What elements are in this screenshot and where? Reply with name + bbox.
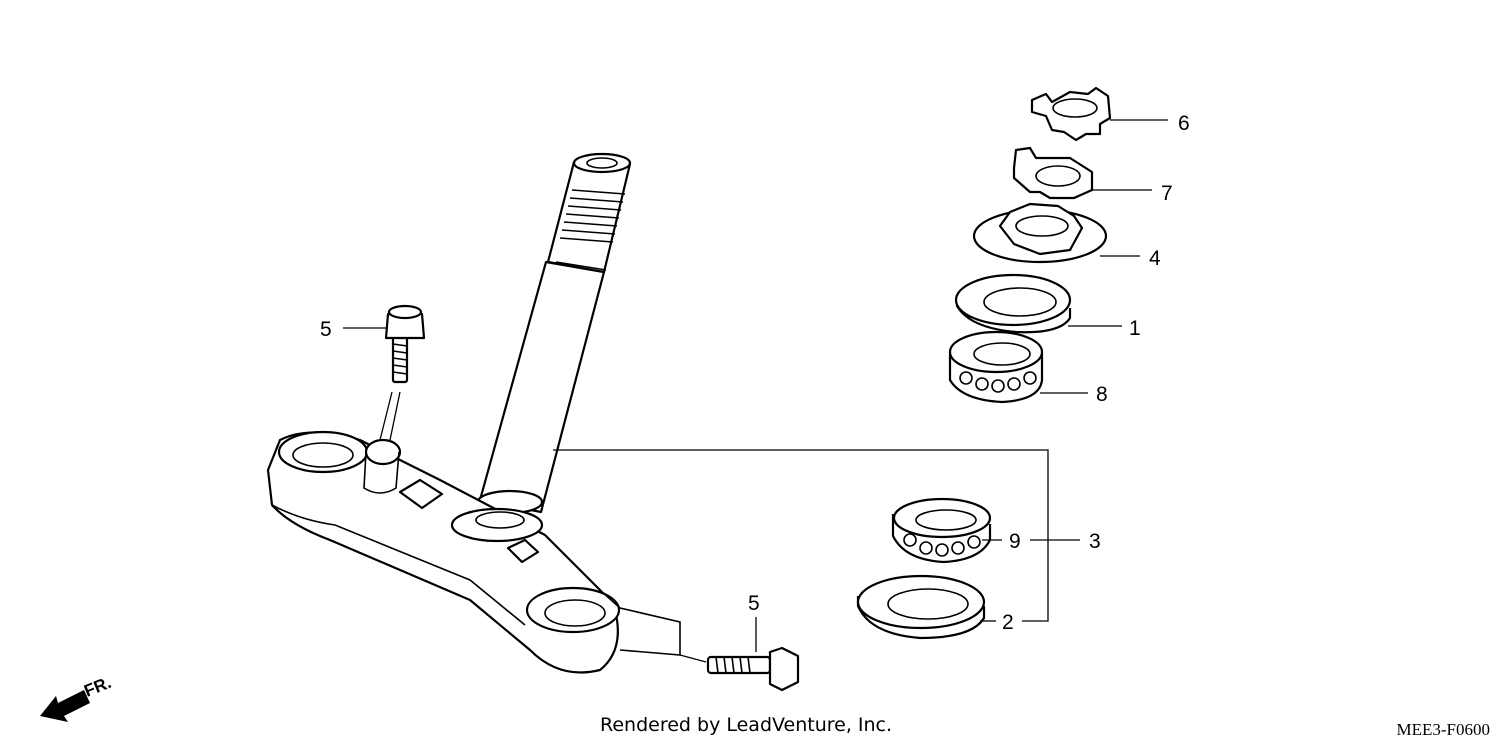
callout-9[interactable]: 9 [1009, 530, 1021, 553]
callout-1[interactable]: 1 [1129, 317, 1141, 340]
part-4-adjusting-nut[interactable] [972, 202, 1108, 264]
callout-5-top[interactable]: 5 [320, 318, 332, 341]
callout-2[interactable]: 2 [1002, 611, 1014, 634]
front-arrow-icon [40, 690, 90, 722]
bolt-upper[interactable] [379, 304, 426, 441]
part-7-lock-washer[interactable] [1012, 146, 1094, 200]
part-1-upper-race[interactable] [954, 273, 1072, 334]
bolt-lower[interactable] [679, 646, 800, 692]
front-indicator-label: FR. [81, 673, 114, 701]
diagram-code: MEE3-F0600 [1396, 720, 1491, 739]
part-2-lower-race[interactable] [856, 574, 986, 640]
callout-5-bottom[interactable]: 5 [748, 592, 760, 615]
leader-lines [343, 119, 1168, 652]
callout-labels: 6 7 4 1 8 5 5 9 3 2 [320, 112, 1190, 634]
part-8-upper-bearing[interactable] [948, 330, 1044, 404]
callout-6[interactable]: 6 [1178, 112, 1190, 135]
callout-8[interactable]: 8 [1096, 383, 1108, 406]
part-9-lower-bearing[interactable] [891, 497, 992, 564]
part-6-lock-nut[interactable] [1030, 86, 1112, 142]
render-credit: Rendered by LeadVenture, Inc. [600, 714, 893, 736]
steering-stem[interactable] [266, 152, 681, 674]
callout-3[interactable]: 3 [1089, 530, 1101, 553]
front-direction-indicator: FR. [40, 673, 114, 722]
callout-7[interactable]: 7 [1161, 182, 1173, 205]
callout-4[interactable]: 4 [1149, 247, 1161, 270]
